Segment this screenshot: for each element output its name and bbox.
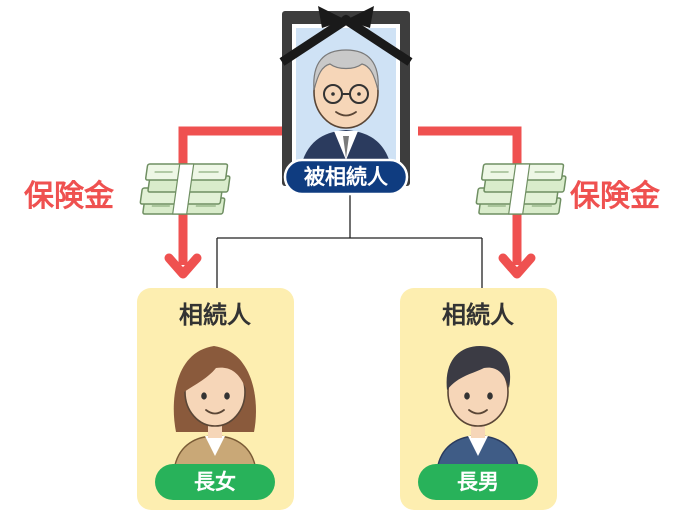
- mourning-ribbon-icon: [279, 6, 413, 66]
- heir-title-son: 相続人: [442, 301, 514, 329]
- heir-card-eldest-son: 相続人 長男: [400, 288, 557, 510]
- heir-title-daughter: 相続人: [179, 301, 251, 329]
- insurance-flow-left: [164, 126, 282, 279]
- relation-label-son: 長男: [457, 470, 499, 494]
- heir-card-eldest-daughter: 相続人 長女: [137, 288, 294, 510]
- insurance-label-left: 保険金: [24, 179, 115, 214]
- deceased-label: 被相続人: [304, 165, 388, 189]
- deceased-label-pill: [283, 158, 409, 196]
- memorial-portrait: 被相続人: [279, 6, 413, 196]
- relation-pill-son: [418, 464, 538, 500]
- money-stack-icon-right: [475, 163, 567, 215]
- insurance-flow-right: [418, 126, 536, 279]
- insurance-label-right: 保険金: [570, 179, 661, 214]
- man-avatar-icon: [437, 346, 519, 466]
- relation-pill-daughter: [155, 464, 275, 500]
- woman-avatar-icon: [173, 346, 256, 466]
- family-tree-lines: [216, 188, 483, 290]
- money-stack-icon-left: [139, 163, 231, 215]
- relation-label-daughter: 長女: [194, 470, 236, 494]
